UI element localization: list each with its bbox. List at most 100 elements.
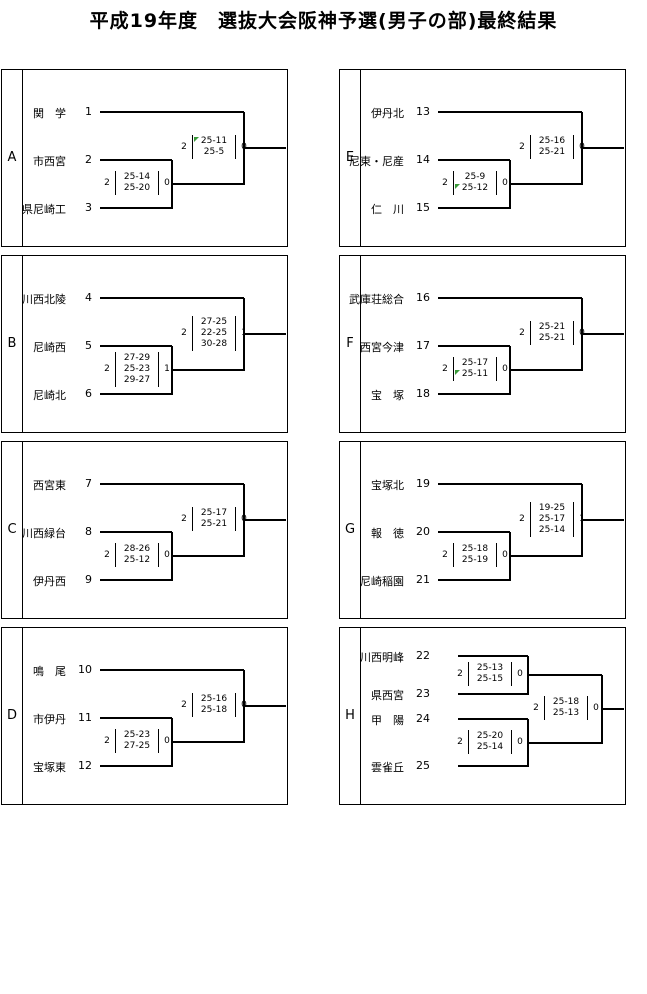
team-seed: 17 (416, 339, 430, 352)
bracket-line (172, 369, 244, 371)
sets-won-left: 2 (181, 142, 187, 152)
team-name: 雲雀丘 (371, 761, 404, 774)
sets-won-left: 2 (181, 328, 187, 338)
sets-won-left: 2 (457, 737, 463, 747)
team-seed: 2 (85, 153, 92, 166)
bracket-line (438, 111, 582, 113)
team-seed: 9 (85, 573, 92, 586)
set-score: 25-21 (538, 147, 566, 157)
bracket-line (458, 718, 528, 720)
set-score: 25-15 (476, 674, 504, 684)
team-name: 市西宮 (33, 155, 66, 168)
sets-won-right: 0 (164, 550, 170, 560)
team-name: 尼東・尼産 (349, 155, 404, 168)
sets-won-left: 2 (533, 703, 539, 713)
bracket-line (582, 147, 624, 149)
set-score: 25-23 (123, 364, 151, 374)
set-score: 25-20 (123, 183, 151, 193)
bracket-line (438, 531, 510, 533)
block-letter: H (345, 708, 355, 723)
sets-won-right: 0 (517, 737, 523, 747)
comment-flag-icon (455, 370, 460, 375)
bracket-line (438, 393, 510, 395)
team-seed: 5 (85, 339, 92, 352)
sets-won-right: 0 (517, 669, 523, 679)
bracket-line (438, 207, 510, 209)
set-score: 30-28 (200, 339, 228, 349)
sets-won-left: 2 (519, 142, 525, 152)
team-seed: 19 (416, 477, 430, 490)
team-name: 鳴 尾 (33, 665, 66, 678)
team-seed: 15 (416, 201, 430, 214)
set-score: 22-25 (200, 328, 228, 338)
sets-won-left: 2 (181, 514, 187, 524)
page-title: 平成19年度 選抜大会阪神予選(男子の部)最終結果 (89, 10, 558, 32)
bracket-line (100, 297, 244, 299)
set-score: 29-27 (123, 375, 151, 385)
team-name: 県西宮 (371, 689, 404, 702)
bracket-line (100, 765, 172, 767)
team-name: 尼崎稲園 (360, 575, 404, 588)
sets-won-right: 1 (239, 328, 249, 338)
block-letter: A (7, 150, 17, 165)
bracket-line (100, 393, 172, 395)
team-seed: 6 (85, 387, 92, 400)
set-score: 25-19 (461, 555, 489, 565)
team-seed: 12 (78, 759, 92, 772)
bracket-line (100, 483, 244, 485)
bracket-line (458, 655, 528, 657)
sets-won-left: 2 (104, 178, 110, 188)
block-letter-column (2, 442, 23, 618)
team-seed: 25 (416, 759, 430, 772)
team-name: 西宮今津 (360, 341, 404, 354)
team-name: 報 徳 (371, 527, 404, 540)
team-name: 宝塚北 (371, 479, 404, 492)
block-letter-column (340, 70, 361, 246)
bracket-line (244, 147, 286, 149)
bracket-line (438, 483, 582, 485)
bracket-line (582, 333, 624, 335)
bracket-line (438, 345, 510, 347)
set-score: 25-18 (552, 697, 580, 707)
set-score: 25-17 (461, 358, 489, 368)
set-score: 25-18 (461, 544, 489, 554)
sets-won-left: 2 (457, 669, 463, 679)
team-seed: 16 (416, 291, 430, 304)
set-score: 25-13 (476, 663, 504, 673)
team-name: 西宮東 (33, 479, 66, 492)
set-score: 25-17 (200, 508, 228, 518)
set-score: 27-29 (123, 353, 151, 363)
sets-won-right: 0 (502, 364, 508, 374)
set-score: 25-21 (538, 322, 566, 332)
team-seed: 13 (416, 105, 430, 118)
block-letter: B (7, 336, 17, 351)
team-seed: 22 (416, 649, 430, 662)
block-letter-column (2, 256, 23, 432)
bracket-line (438, 579, 510, 581)
set-score: 25-21 (200, 519, 228, 529)
block-letter-column (340, 628, 361, 804)
team-seed: 11 (78, 711, 92, 724)
sets-won-right: 0 (239, 700, 249, 710)
block-letter-column (340, 442, 361, 618)
block-letter-column (340, 256, 361, 432)
set-score: 19-25 (538, 503, 566, 513)
set-score: 25-18 (200, 705, 228, 715)
team-seed: 24 (416, 712, 430, 725)
comment-flag-icon (194, 137, 199, 142)
set-score: 25-11 (461, 369, 489, 379)
